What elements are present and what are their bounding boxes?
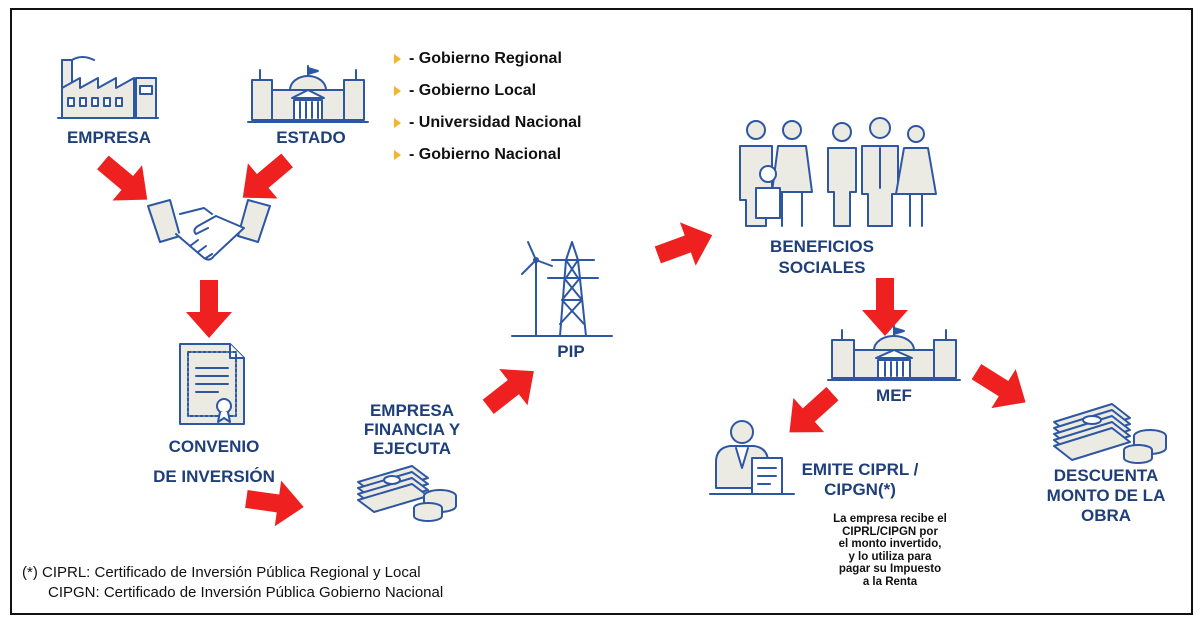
convenio-label: CONVENIO DE INVERSIÓN <box>153 437 275 486</box>
flow-arrow <box>971 363 1026 409</box>
bullet-arrow-icon <box>394 86 401 96</box>
flow-arrow <box>862 278 908 336</box>
government-building-icon <box>247 65 369 123</box>
list-item: - Universidad Nacional <box>394 111 582 143</box>
flow-arrow <box>482 369 534 414</box>
empresa-label: EMPRESA <box>66 128 152 147</box>
list-item: - Gobierno Nacional <box>394 143 582 175</box>
descuenta-monto-label: DESCUENTA MONTO DE LA OBRA <box>1046 466 1166 525</box>
pip-label: PIP <box>557 342 585 361</box>
flow-arrow <box>96 155 148 201</box>
person-desk-icon <box>709 420 795 495</box>
money-stack-icon <box>1053 403 1167 464</box>
wind-turbine-tower-icon <box>511 241 613 337</box>
empresa-recibe-note: La empresa recibe el CIPRL/CIPGN por el … <box>833 513 947 588</box>
footnote-ciprl: (*) CIPRL: Certificado de Inversión Públ… <box>22 564 421 581</box>
beneficios-sociales-label: BENEFICIOS SOCIALES <box>770 237 874 277</box>
list-item: - Gobierno Regional <box>394 47 582 79</box>
flow-arrow <box>789 386 839 433</box>
money-stack-icon <box>357 465 457 522</box>
contract-document-icon <box>179 343 245 425</box>
footnote-cipgn: CIPGN: Certificado de Inversión Pública … <box>48 584 444 601</box>
factory-icon <box>57 56 159 119</box>
flow-arrow <box>186 280 232 338</box>
empresa-financia-label: EMPRESA FINANCIA Y EJECUTA <box>363 401 461 458</box>
bullet-arrow-icon <box>394 54 401 64</box>
flow-arrow <box>245 480 304 527</box>
emite-ciprl-label: EMITE CIPRL / CIPGN(*) <box>801 460 919 499</box>
estado-label: ESTADO <box>276 128 346 147</box>
mef-label: MEF <box>876 386 912 405</box>
family-icon <box>739 117 937 227</box>
flow-arrow <box>242 153 294 199</box>
bullet-arrow-icon <box>394 118 401 128</box>
flow-arrow <box>654 222 713 266</box>
bullet-arrow-icon <box>394 150 401 160</box>
estado-entities-list: - Gobierno Regional - Gobierno Local - U… <box>394 47 582 175</box>
list-item: - Gobierno Local <box>394 79 582 111</box>
government-building-icon <box>827 325 961 381</box>
handshake-icon <box>147 199 271 261</box>
